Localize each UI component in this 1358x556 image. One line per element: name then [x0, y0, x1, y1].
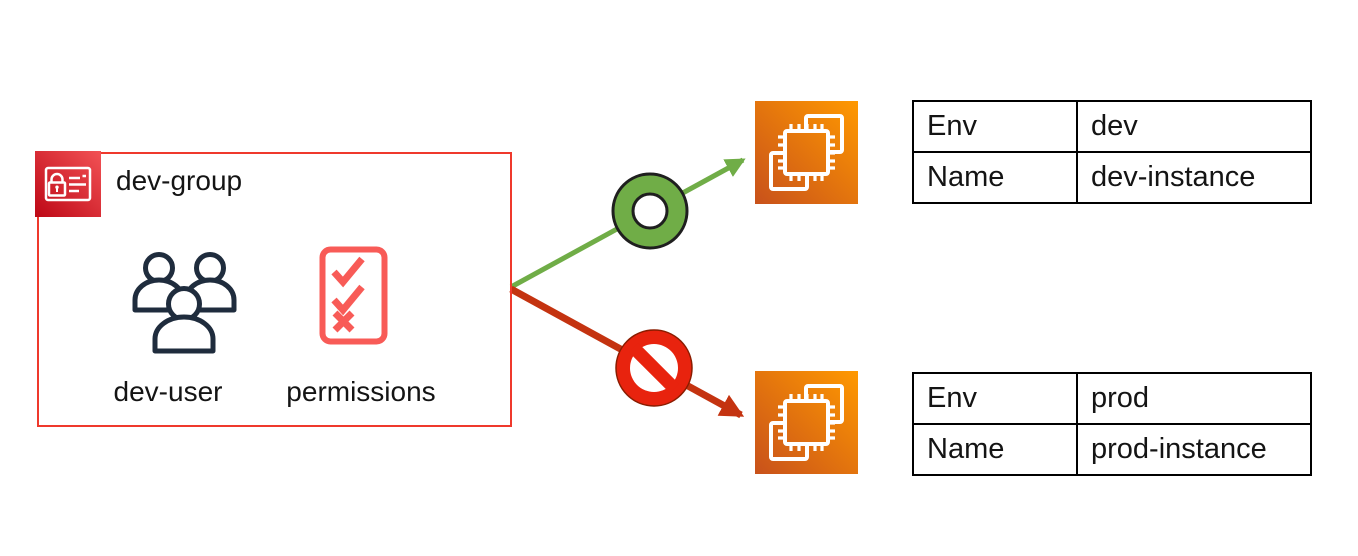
permissions-label: permissions: [286, 376, 436, 407]
table-cell-value: dev: [1076, 100, 1312, 153]
table-cell-key: Name: [912, 151, 1078, 204]
table-cell-key: Env: [912, 100, 1078, 153]
ec2-instance-icon-dev: [755, 101, 858, 204]
table-row: Env prod: [912, 372, 1312, 425]
table-cell-value: prod: [1076, 372, 1312, 425]
prod-instance-table: Env prod Name prod-instance: [912, 372, 1312, 476]
checklist-icon: [319, 246, 388, 345]
group-box: [37, 152, 512, 427]
multiple-users-icon: [132, 252, 237, 354]
table-row: Env dev: [912, 100, 1312, 153]
table-cell-key: Name: [912, 423, 1078, 476]
ec2-instance-icon-prod: [755, 371, 858, 474]
table-row: Name prod-instance: [912, 423, 1312, 476]
iam-group-icon: [35, 151, 101, 217]
dev-instance-table: Env dev Name dev-instance: [912, 100, 1312, 204]
group-title: dev-group: [116, 165, 243, 196]
user-label: dev-user: [113, 376, 223, 407]
no-entry-icon: [615, 329, 693, 407]
table-row: Name dev-instance: [912, 151, 1312, 204]
table-cell-value: prod-instance: [1076, 423, 1312, 476]
table-cell-key: Env: [912, 372, 1078, 425]
table-cell-value: dev-instance: [1076, 151, 1312, 204]
allow-ring-icon: [611, 172, 689, 250]
